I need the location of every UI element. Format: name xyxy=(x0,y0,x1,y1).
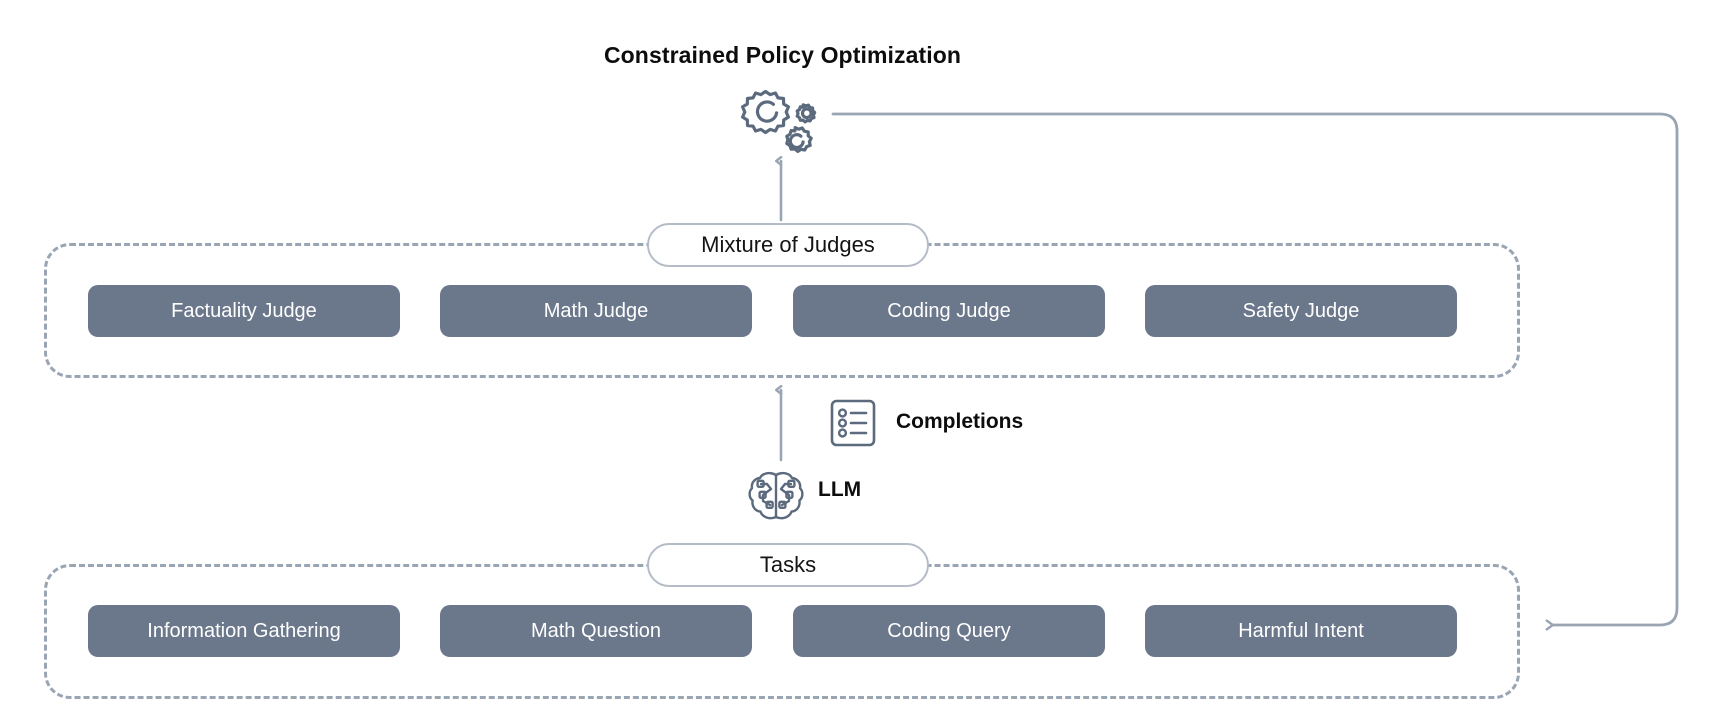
completions-label: Completions xyxy=(896,410,1024,433)
task-chip-coding-query[interactable]: Coding Query xyxy=(793,605,1105,657)
tasks-pill[interactable]: Tasks xyxy=(647,543,929,587)
gears-icon xyxy=(735,88,825,160)
judge-chip-factuality[interactable]: Factuality Judge xyxy=(88,285,400,337)
task-chip-harmful-intent[interactable]: Harmful Intent xyxy=(1145,605,1457,657)
llm-label: LLM xyxy=(818,478,862,501)
judge-chip-math[interactable]: Math Judge xyxy=(440,285,752,337)
judge-chip-coding[interactable]: Coding Judge xyxy=(793,285,1105,337)
task-chip-math-question[interactable]: Math Question xyxy=(440,605,752,657)
task-chip-information-gathering[interactable]: Information Gathering xyxy=(88,605,400,657)
list-document-icon xyxy=(829,398,877,448)
mixture-of-judges-pill[interactable]: Mixture of Judges xyxy=(647,223,929,267)
judge-chip-safety[interactable]: Safety Judge xyxy=(1145,285,1457,337)
page-title: Constrained Policy Optimization xyxy=(603,42,962,68)
brain-circuit-icon xyxy=(748,470,804,522)
